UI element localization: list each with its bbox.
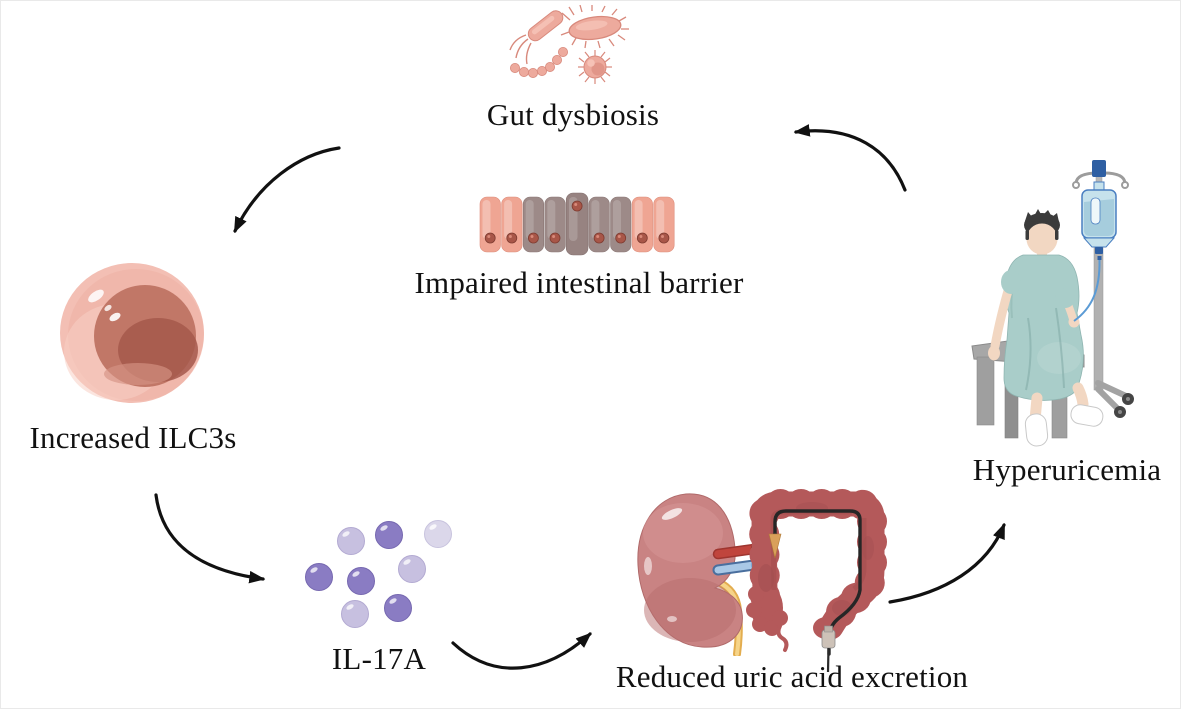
cytokine-dot xyxy=(305,520,452,628)
arrow-gut-dysbiosis-to-ilc3s xyxy=(233,146,341,234)
intestinal-epithelium-icon xyxy=(479,192,675,256)
label-increased-ilc3s: Increased ILC3s xyxy=(29,420,237,455)
right-hand xyxy=(988,345,1000,361)
label-hyperuricemia: Hyperuricemia xyxy=(972,452,1162,487)
label-il-17a: IL-17A xyxy=(331,641,427,676)
appendix xyxy=(776,624,789,652)
face xyxy=(1026,223,1058,255)
endoscope-tube xyxy=(773,509,862,656)
colon-icon xyxy=(746,489,887,673)
rectal-device xyxy=(821,629,836,649)
arrow-hyperuricemia-to-gut-dysbiosis xyxy=(793,124,907,192)
right-leg xyxy=(1072,382,1089,410)
arrow-reduced-excretion-to-hyperuricemia xyxy=(888,522,1006,604)
label-gut-dysbiosis: Gut dysbiosis xyxy=(486,97,660,132)
label-impaired-intestinal-barrier: Impaired intestinal barrier xyxy=(414,265,744,300)
endoscope-tip xyxy=(768,533,782,559)
left-shoe xyxy=(1024,413,1049,447)
rod-bacterium-icon xyxy=(509,10,564,65)
cytokine-dots-icon xyxy=(305,520,452,628)
patient xyxy=(988,209,1104,447)
right-shoe xyxy=(1070,404,1104,427)
ilc3-cell-icon xyxy=(60,263,204,403)
cocci-chain-icon xyxy=(510,47,569,79)
iv-bag xyxy=(1081,181,1117,260)
spiky-microbe-icon xyxy=(578,50,612,84)
patient-iv-drip-icon xyxy=(971,160,1134,447)
label-reduced-uric-acid-excretion: Reduced uric acid excretion xyxy=(615,659,969,694)
bacteria-icon xyxy=(509,5,629,84)
iv-tube xyxy=(1073,259,1101,322)
arrow-il17a-to-reduced-excretion xyxy=(451,632,592,670)
cecum xyxy=(746,585,788,636)
kidney-icon xyxy=(637,493,760,656)
epithelial-cells xyxy=(479,192,675,256)
flagellated-bacterium-icon xyxy=(560,5,629,49)
arrow-ilc3s-to-il17a xyxy=(154,493,266,584)
